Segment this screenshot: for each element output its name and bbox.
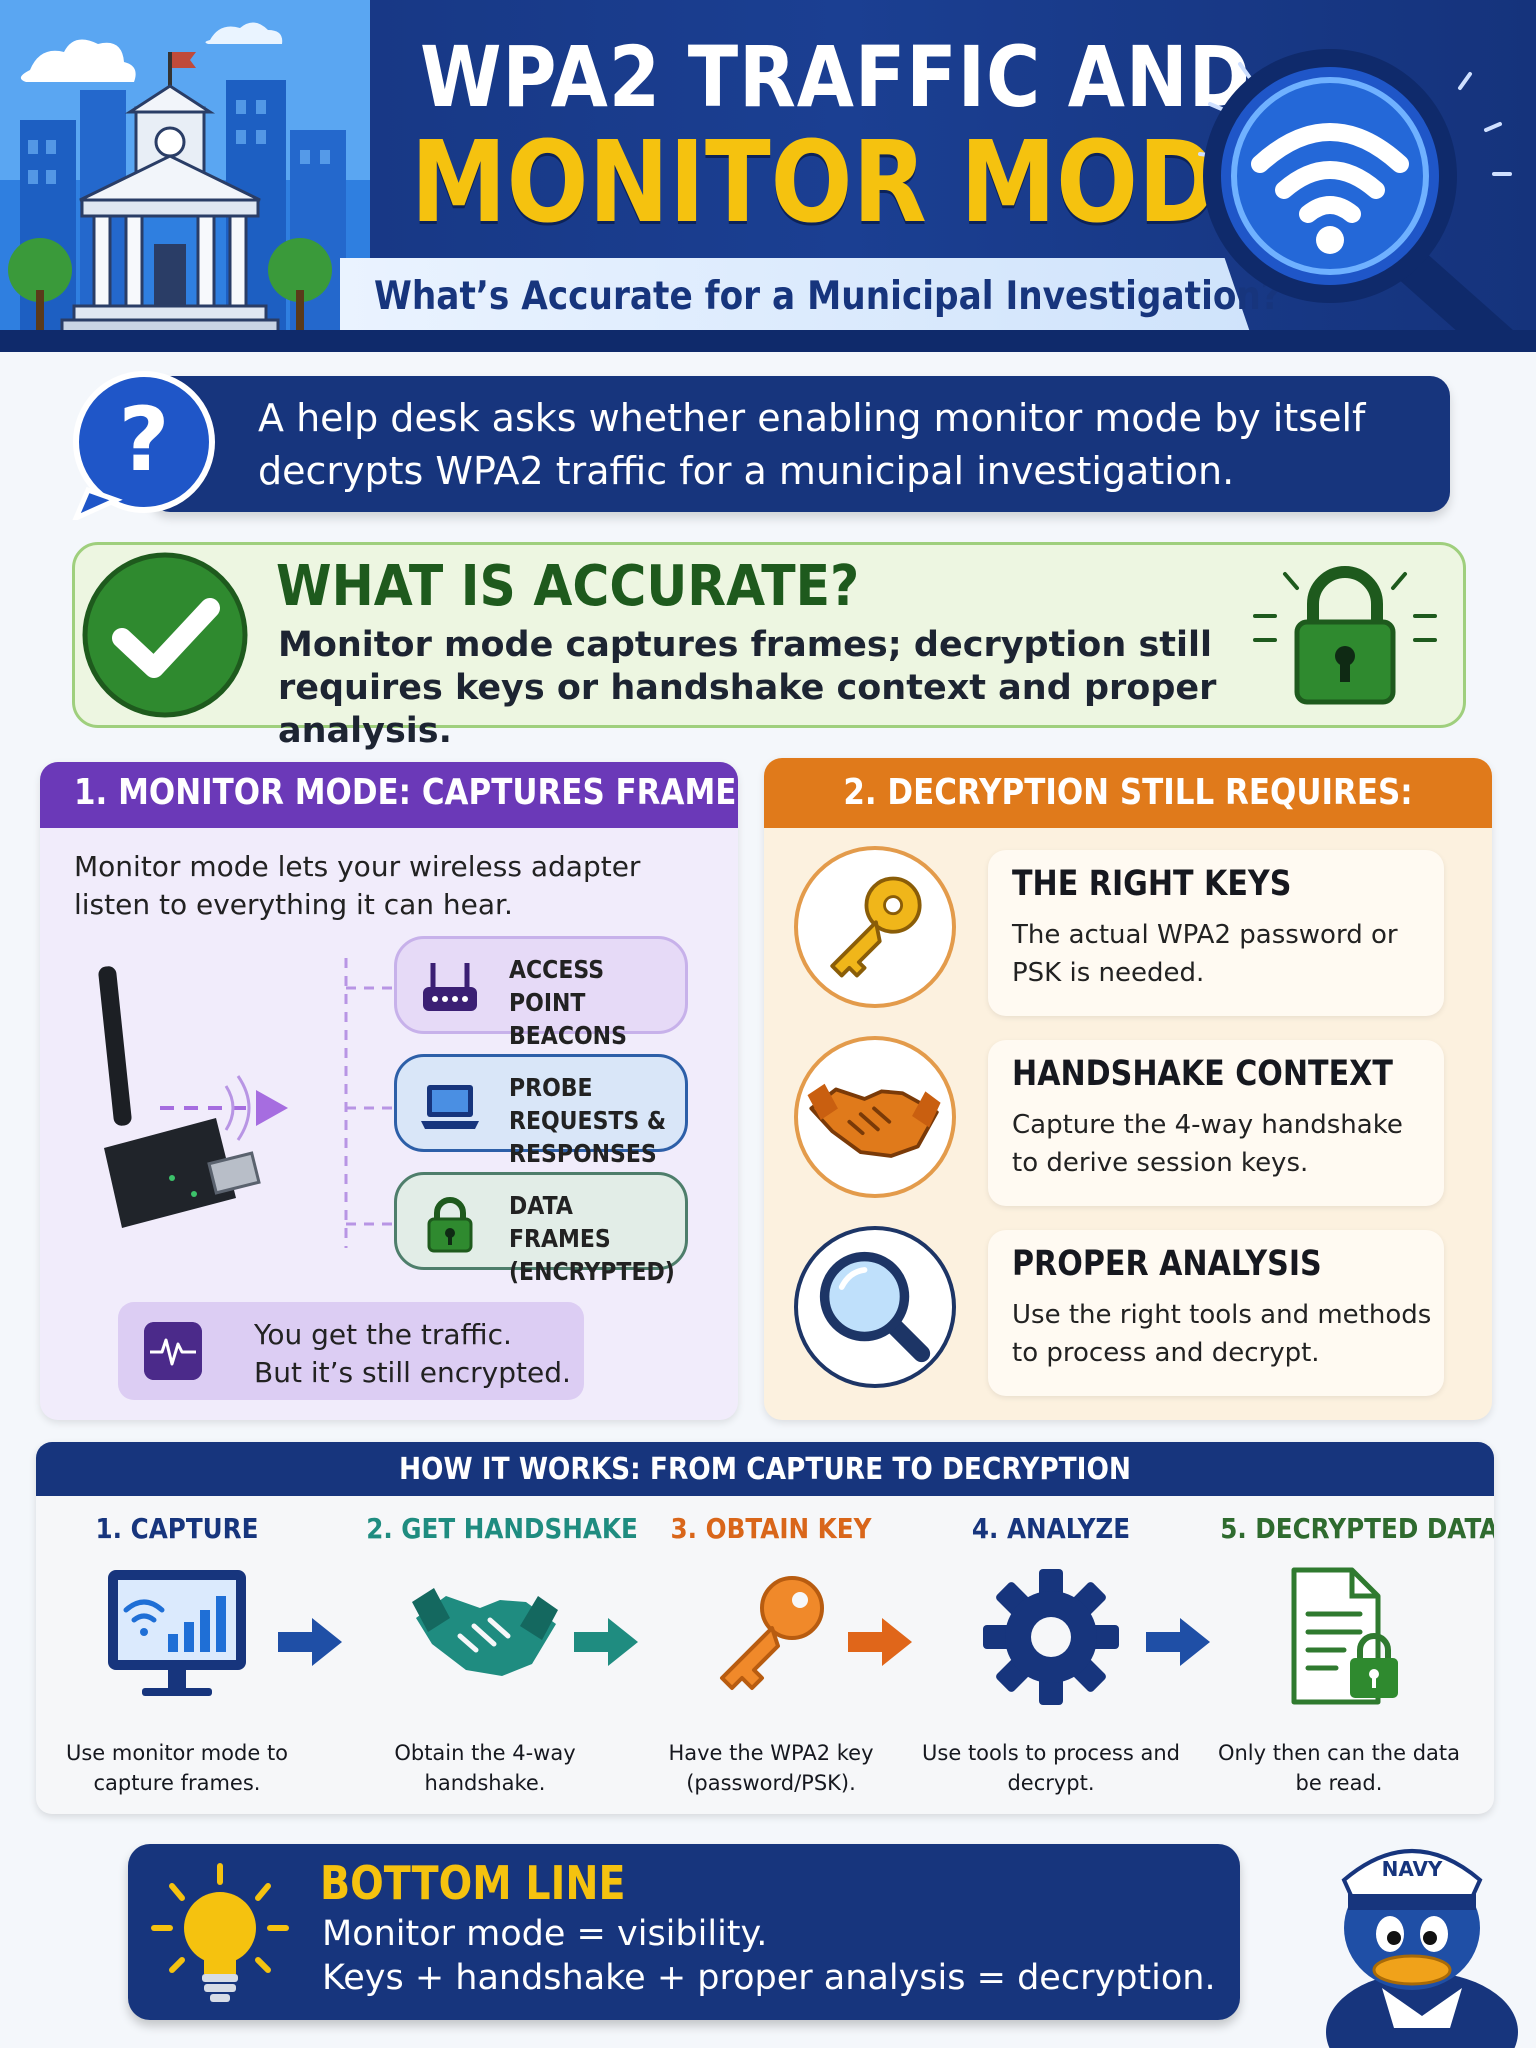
handshake-icon <box>412 1588 558 1676</box>
requirement-text: The actual WPA2 password or PSK is neede… <box>1012 920 1398 988</box>
gear-icon <box>983 1569 1119 1705</box>
key-icon <box>830 876 922 978</box>
lightbulb-icon <box>151 1863 289 2002</box>
frame-access-point: ACCESS POINT BEACONS <box>394 936 688 1050</box>
step-description: Use tools to process and decrypt. <box>922 1741 1180 1795</box>
bottom-line-text-2: Keys + handshake + proper analysis = dec… <box>322 1958 1216 1998</box>
frame-label: DATA FRAMES (ENCRYPTED) <box>509 1191 675 1286</box>
check-icon <box>82 552 248 718</box>
step-title: 1. CAPTURE <box>95 1512 259 1545</box>
decryption-header <box>764 758 1492 828</box>
step-description: Have the WPA2 key (password/PSK). <box>668 1741 874 1795</box>
requirement-text: Use the right tools and methods to proce… <box>1012 1300 1432 1368</box>
decryption-requirements-panel: 2. DECRYPTION STILL REQUIRES: THE RIGHT … <box>764 758 1492 1420</box>
monitor-mode-intro: Monitor mode lets your wireless adapter … <box>74 850 641 921</box>
step-obtain-key: 3. OBTAIN KEY Have the WPA2 key (passwor… <box>636 1512 906 1802</box>
wireless-adapter-illustration <box>98 958 392 1248</box>
accurate-text: Monitor mode captures frames; decryption… <box>278 625 1217 751</box>
arrow-right-icon <box>1146 1618 1210 1666</box>
subtitle-bar <box>340 258 1252 338</box>
requirement-analysis: PROPER ANALYSIS Use the right tools and … <box>988 1230 1444 1396</box>
magnifier-icon <box>819 1251 931 1363</box>
question-card <box>150 376 1450 512</box>
step-handshake: 2. GET HANDSHAKE Obtain the 4-way handsh… <box>350 1512 638 1802</box>
decryption-title: 2. DECRYPTION STILL REQUIRES: <box>843 772 1413 813</box>
step-analyze: 4. ANALYZE Use tools to process and decr… <box>916 1512 1186 1802</box>
key-icon <box>720 1576 824 1690</box>
monitor-mode-panel: 1. MONITOR MODE: CAPTURES FRAMES Monitor… <box>40 762 738 1420</box>
accurate-card <box>72 542 1466 728</box>
monitor-signal-icon <box>108 1570 246 1696</box>
requirement-text: Capture the 4-way handshake to derive se… <box>1012 1110 1403 1178</box>
frame-label: PROBE REQUESTS & RESPONSES <box>509 1073 667 1168</box>
note-line-1: You get the traffic. <box>254 1318 512 1351</box>
wifi-magnifier-icon <box>1198 49 1519 352</box>
step-title: 5. DECRYPTED DATA <box>1220 1512 1494 1545</box>
step-capture: 1. CAPTURE Use monitor mode to capture f… <box>42 1512 312 1802</box>
step-title: 4. ANALYZE <box>971 1512 1131 1545</box>
requirement-title: THE RIGHT KEYS <box>1012 864 1292 904</box>
document-lock-icon <box>1291 1567 1398 1705</box>
step-description: Obtain the 4-way handshake. <box>394 1741 576 1795</box>
encrypted-note: You get the traffic. But it’s still encr… <box>118 1302 584 1400</box>
city-hall-illustration <box>0 0 370 352</box>
subtitle: What’s Accurate for a Municipal Investig… <box>374 274 1281 319</box>
svg-text:?: ? <box>118 388 169 491</box>
requirement-title: PROPER ANALYSIS <box>1012 1244 1322 1284</box>
accurate-title: WHAT IS ACCURATE? <box>276 554 860 619</box>
handshake-icon <box>807 1083 941 1158</box>
key-icon-circle <box>794 846 956 1008</box>
handshake-icon-circle <box>794 1036 956 1198</box>
arrow-right-icon <box>574 1618 638 1666</box>
note-line-2: But it’s still encrypted. <box>254 1356 571 1389</box>
arrow-right-icon <box>848 1618 912 1666</box>
requirement-title: HANDSHAKE CONTEXT <box>1012 1054 1393 1094</box>
how-it-works-header <box>36 1442 1494 1496</box>
frame-probe-requests: PROBE REQUESTS & RESPONSES <box>394 1054 688 1168</box>
step-decrypted-data: 5. DECRYPTED DATA Only then can the data… <box>1204 1512 1494 1802</box>
header-bottom-strip <box>0 330 1536 352</box>
waveform-icon <box>144 1322 202 1380</box>
bottom-line-title: BOTTOM LINE <box>320 1856 626 1910</box>
requirement-keys: THE RIGHT KEYS The actual WPA2 password … <box>988 850 1444 1016</box>
padlock-icon <box>1253 566 1437 705</box>
question-text: A help desk asks whether enabling monito… <box>258 396 1366 493</box>
step-description: Use monitor mode to capture frames. <box>65 1741 289 1795</box>
magnifier-icon-circle <box>794 1226 956 1388</box>
title-line-2: MONITOR MODE <box>410 118 1284 248</box>
step-title: 2. GET HANDSHAKE <box>366 1512 638 1545</box>
monitor-mode-header <box>40 762 738 828</box>
mascot-hat-text: NAVY <box>1382 1857 1443 1881</box>
navy-duck-mascot: NAVY <box>1326 1849 1518 2048</box>
step-title: 3. OBTAIN KEY <box>670 1512 872 1545</box>
monitor-mode-title: 1. MONITOR MODE: CAPTURES FRAMES <box>74 772 738 813</box>
frame-label: ACCESS POINT BEACONS <box>509 955 627 1050</box>
step-description: Only then can the data be read. <box>1217 1741 1461 1795</box>
how-it-works-title: HOW IT WORKS: FROM CAPTURE TO DECRYPTION <box>398 1452 1132 1487</box>
title-line-1: WPA2 TRAFFIC AND <box>420 28 1251 126</box>
header-banner: WPA2 TRAFFIC AND MONITOR MODE What’s Acc… <box>0 0 1536 352</box>
router-icon <box>423 963 477 1011</box>
question-mark-icon: ? <box>72 371 215 520</box>
bottom-line-card <box>128 1844 1240 2020</box>
encrypted-note-text: You get the traffic. But it’s still encr… <box>254 1316 571 1392</box>
laptop-icon <box>421 1085 479 1129</box>
bottom-line-text-1: Monitor mode = visibility. <box>322 1914 768 1954</box>
arrow-right-icon <box>278 1618 342 1666</box>
requirement-handshake: HANDSHAKE CONTEXT Capture the 4-way hand… <box>988 1040 1444 1206</box>
lock-icon <box>427 1197 473 1253</box>
frame-data-frames: DATA FRAMES (ENCRYPTED) <box>394 1172 688 1286</box>
how-it-works-panel: HOW IT WORKS: FROM CAPTURE TO DECRYPTION… <box>36 1442 1494 1814</box>
